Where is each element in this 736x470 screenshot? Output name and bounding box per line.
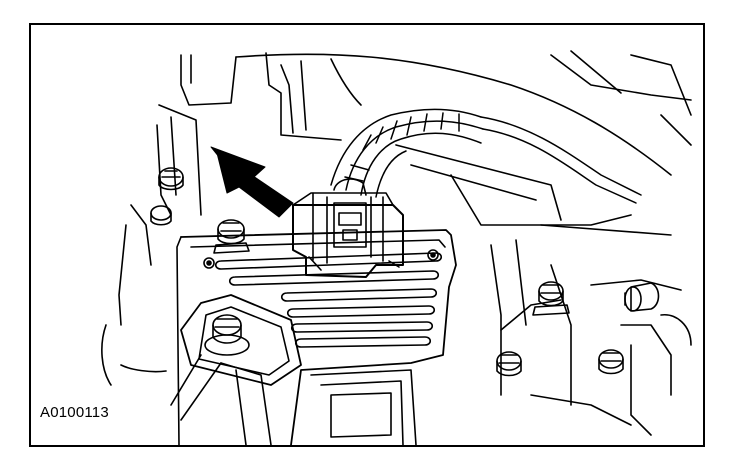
bolt-bracket xyxy=(204,314,250,356)
bolt-far-right xyxy=(598,349,624,375)
bolt-right-upper xyxy=(532,281,570,316)
bolt-right-lower xyxy=(496,351,522,377)
mounting-bracket xyxy=(170,294,302,445)
arrow-icon xyxy=(210,146,294,218)
sensor-plug-right xyxy=(624,282,660,312)
engine-housing xyxy=(101,50,692,436)
bolt-top-module xyxy=(213,219,250,254)
control-module xyxy=(176,229,457,445)
figure-id-label: A0100113 xyxy=(37,403,112,422)
wire-harness xyxy=(330,108,642,204)
bolt-upper-left xyxy=(158,167,184,191)
illustration-frame: A0100113 xyxy=(29,23,705,447)
bolt-left xyxy=(150,205,172,226)
technical-illustration xyxy=(101,50,692,445)
